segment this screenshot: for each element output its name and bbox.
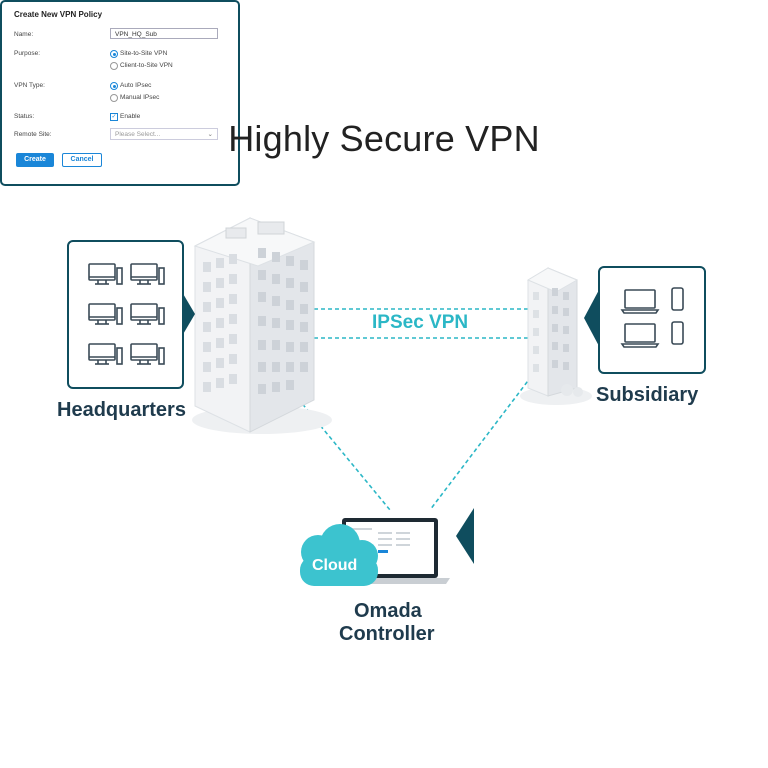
- page-title: Highly Secure VPN: [228, 118, 540, 159]
- controller-links: [257, 349, 541, 511]
- remote-site-label: Remote Site:: [14, 131, 52, 138]
- vpn-type-label: VPN Type:: [14, 82, 45, 89]
- form-title: Create New VPN Policy: [14, 10, 103, 19]
- purpose-site-to-site-radio[interactable]: [110, 50, 118, 58]
- purpose-client-to-site-radio[interactable]: [110, 62, 118, 70]
- link-sub-controller: [429, 364, 541, 511]
- status-enable-checkbox[interactable]: ✓: [110, 113, 118, 121]
- cloud-icon: [300, 524, 378, 586]
- headquarters-devices-panel: [67, 240, 195, 389]
- desktop-icon: [88, 343, 123, 365]
- cancel-button[interactable]: Cancel: [62, 153, 102, 167]
- status-option-label: Enable: [120, 113, 141, 120]
- subsidiary-devices-panel: [584, 266, 706, 374]
- create-vpn-policy-form: Create New VPN Policy Name: VPN_HQ_Sub P…: [0, 0, 240, 186]
- desktop-icon: [130, 343, 165, 365]
- status-label: Status:: [14, 113, 35, 120]
- purpose-option-label: Site-to-Site VPN: [120, 50, 168, 57]
- subsidiary-label: Subsidiary: [596, 384, 699, 406]
- laptop-device-icon: [620, 323, 660, 348]
- name-label: Name:: [14, 31, 34, 38]
- phone-icon: [671, 287, 684, 311]
- vpn-type-auto-radio[interactable]: [110, 82, 118, 90]
- form-pointer-icon: [456, 508, 474, 564]
- cloud-label: Cloud: [312, 557, 358, 574]
- desktop-icon: [88, 303, 123, 325]
- desktop-icon: [88, 263, 123, 285]
- headquarters-building-icon: [192, 217, 332, 434]
- controller-label-line2: Controller: [339, 623, 435, 645]
- desktop-icon: [130, 303, 165, 325]
- purpose-option-label: Client-to-Site VPN: [120, 62, 173, 69]
- phone-icon: [671, 321, 684, 345]
- panel-pointer-icon: [182, 292, 195, 336]
- controller-label-line1: Omada: [354, 600, 422, 622]
- remote-site-select[interactable]: Please Select... ⌄: [110, 128, 218, 140]
- laptop-device-icon: [620, 289, 660, 314]
- create-button[interactable]: Create: [16, 153, 54, 167]
- ipsec-vpn-label: IPSec VPN: [366, 312, 475, 334]
- desktop-icon: [130, 263, 165, 285]
- subsidiary-device-icons: [584, 287, 684, 348]
- panel-pointer-icon: [584, 288, 600, 348]
- desktop-icons-grid: [88, 263, 195, 365]
- purpose-label: Purpose:: [14, 50, 41, 57]
- vpn-type-manual-radio[interactable]: [110, 94, 118, 102]
- remote-site-placeholder: Please Select...: [115, 131, 161, 138]
- subsidiary-building-icon: [520, 267, 592, 405]
- vpn-tunnel-lines: [258, 308, 548, 339]
- chevron-down-icon: ⌄: [207, 131, 213, 138]
- name-input[interactable]: VPN_HQ_Sub: [110, 28, 218, 39]
- vpn-type-option-label: Manual IPsec: [120, 94, 160, 101]
- vpn-type-option-label: Auto IPsec: [120, 82, 152, 89]
- headquarters-label: Headquarters: [57, 399, 186, 421]
